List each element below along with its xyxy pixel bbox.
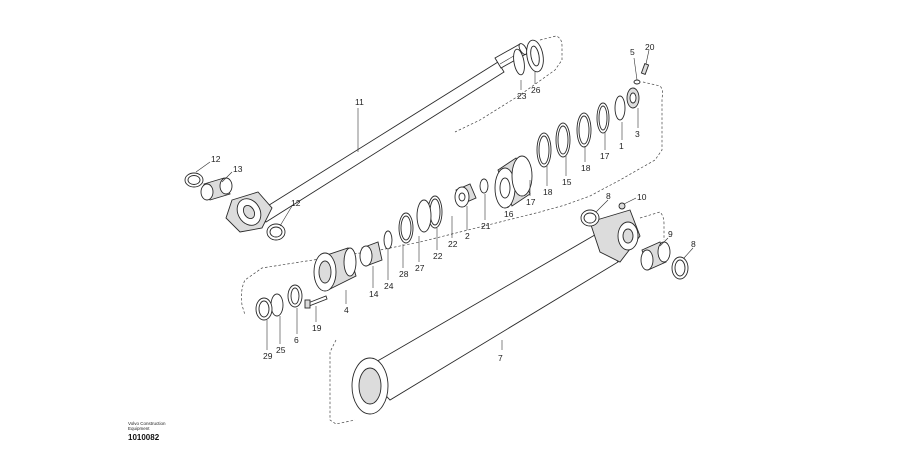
part-label-18b: 18 <box>543 187 553 197</box>
grease-nipple-10 <box>618 202 626 210</box>
ring-22b-inner <box>429 198 441 226</box>
seal-12-left-inner <box>187 175 201 185</box>
part-label-8b: 8 <box>691 239 696 249</box>
bushing-9 <box>640 241 671 271</box>
part-label-22b: 22 <box>433 251 443 261</box>
part-label-2: 2 <box>465 231 470 241</box>
part-labels: 11 23 26 5 20 3 1 17 18 15 18 17 16 21 2… <box>211 42 696 363</box>
ring-6-inner <box>290 287 300 305</box>
bolt-19 <box>304 295 328 309</box>
part-label-3: 3 <box>635 129 640 139</box>
part-label-23: 23 <box>517 91 527 101</box>
ring-23 <box>513 48 525 76</box>
part-label-18a: 18 <box>581 163 591 173</box>
part-label-14: 14 <box>369 289 379 299</box>
part-label-16: 16 <box>504 209 514 219</box>
part-label-6: 6 <box>294 335 299 345</box>
piston-16 <box>494 155 533 209</box>
ring-21 <box>479 178 489 194</box>
part-label-15: 15 <box>562 177 572 187</box>
bushing-13 <box>200 177 233 201</box>
part-label-28: 28 <box>399 269 409 279</box>
part-label-29: 29 <box>263 351 273 361</box>
part-label-24: 24 <box>384 281 394 291</box>
part-label-17a: 17 <box>600 151 610 161</box>
part-label-27: 27 <box>415 263 425 273</box>
part-label-17b: 17 <box>526 197 536 207</box>
bushing-14 <box>359 241 383 267</box>
ring-25 <box>270 293 284 317</box>
part-label-7: 7 <box>498 353 503 363</box>
ring-18b-inner <box>538 135 550 165</box>
part-label-21: 21 <box>481 221 491 231</box>
part-label-26: 26 <box>531 85 541 95</box>
part-label-5: 5 <box>630 47 635 57</box>
part-label-11: 11 <box>355 97 364 107</box>
seal-12-right-inner <box>269 226 283 238</box>
ring-22a <box>416 199 432 233</box>
part-label-4: 4 <box>344 305 349 315</box>
brand-line-1: Volvo Construction <box>128 421 166 426</box>
ring-29-inner <box>258 300 270 318</box>
rod-group-outline <box>454 35 563 133</box>
part-label-9: 9 <box>668 229 673 239</box>
part-label-22a: 22 <box>448 239 458 249</box>
seal-8-bottom-inner <box>674 259 686 277</box>
nut-2 <box>454 183 477 208</box>
screw-20 <box>640 63 650 75</box>
ring-27-inner <box>400 215 412 241</box>
part-label-12a: 12 <box>211 154 221 164</box>
drawing-number: 1010082 <box>128 433 160 442</box>
part-label-10: 10 <box>637 192 647 202</box>
ring-17a-inner <box>598 105 608 131</box>
ring-1 <box>614 95 626 121</box>
part-label-19: 19 <box>312 323 322 333</box>
cylinder-barrel <box>351 209 641 415</box>
piston-rod <box>225 43 528 233</box>
seal-group-outline <box>241 81 664 316</box>
part-label-12b: 12 <box>291 198 301 208</box>
part-label-1: 1 <box>619 141 624 151</box>
rod-guide-4 <box>313 247 357 292</box>
part-label-25: 25 <box>276 345 286 355</box>
part-label-13: 13 <box>233 164 243 174</box>
seal-8-top-inner <box>583 212 597 224</box>
ring-26-inner <box>530 45 540 67</box>
part-label-20: 20 <box>645 42 655 52</box>
part-label-8a: 8 <box>606 191 611 201</box>
brand-line-2: Equipment <box>128 426 150 431</box>
leader-lines <box>195 49 694 350</box>
ring-15-inner <box>557 125 569 155</box>
washer-5 <box>633 79 641 85</box>
barrel-right-outline <box>639 211 665 240</box>
ring-18a-inner <box>578 115 590 145</box>
ring-28 <box>383 230 393 250</box>
barrel-group-outline <box>329 339 356 425</box>
nut-3 <box>626 87 640 109</box>
